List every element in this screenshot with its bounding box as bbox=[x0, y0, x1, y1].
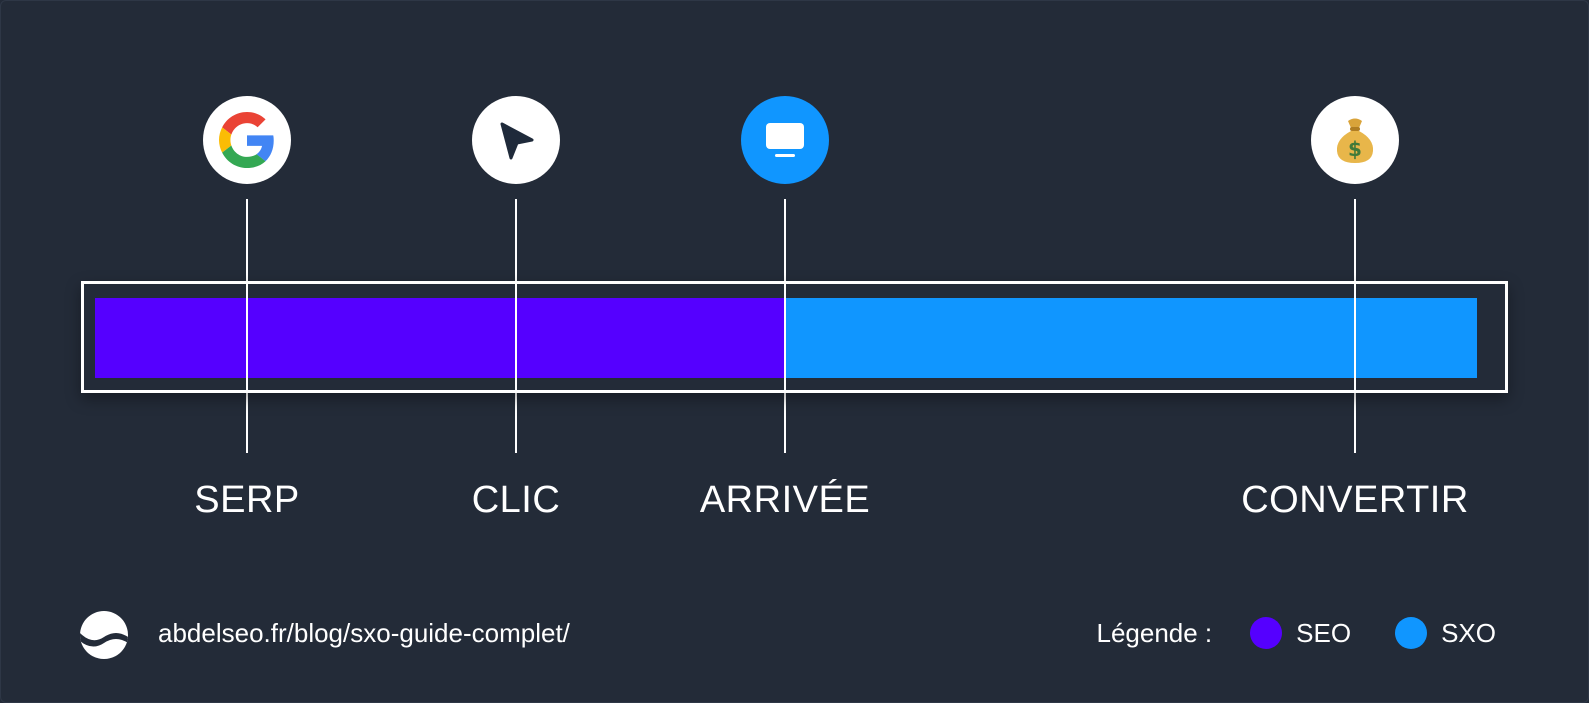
milestone-label-arrivee: ARRIVÉE bbox=[699, 479, 871, 521]
legend: Légende : SEO SXO bbox=[1096, 613, 1496, 653]
milestone-label-convertir: CONVERTIR bbox=[1241, 479, 1469, 521]
seo-segment bbox=[95, 298, 786, 378]
legend-dot-sxo bbox=[1395, 617, 1428, 649]
sxo-segment bbox=[786, 298, 1477, 378]
legend-title: Légende : bbox=[1096, 617, 1213, 648]
milestone-line-overlay bbox=[784, 296, 786, 380]
money-bag-icon: $ bbox=[1311, 96, 1399, 184]
legend-item-seo: SEO bbox=[1250, 617, 1351, 649]
journey-track-frame bbox=[81, 281, 1508, 393]
milestone-line-overlay bbox=[1354, 296, 1356, 380]
monitor-icon bbox=[741, 96, 829, 184]
legend-dot-seo bbox=[1250, 617, 1283, 649]
milestone-line-overlay bbox=[515, 296, 517, 380]
milestone-label-serp: SERP bbox=[194, 479, 300, 521]
svg-text:$: $ bbox=[1348, 137, 1362, 161]
cursor-arrow-icon bbox=[472, 96, 560, 184]
milestone-line-overlay bbox=[246, 296, 248, 380]
legend-label-sxo: SXO bbox=[1441, 617, 1496, 648]
google-g-icon bbox=[203, 96, 291, 184]
source-url: abdelseo.fr/blog/sxo-guide-complet/ bbox=[158, 618, 570, 648]
wave-logo-icon bbox=[80, 611, 128, 659]
legend-label-seo: SEO bbox=[1296, 617, 1352, 648]
legend-item-sxo: SXO bbox=[1395, 617, 1496, 649]
milestone-label-clic: CLIC bbox=[471, 479, 561, 521]
